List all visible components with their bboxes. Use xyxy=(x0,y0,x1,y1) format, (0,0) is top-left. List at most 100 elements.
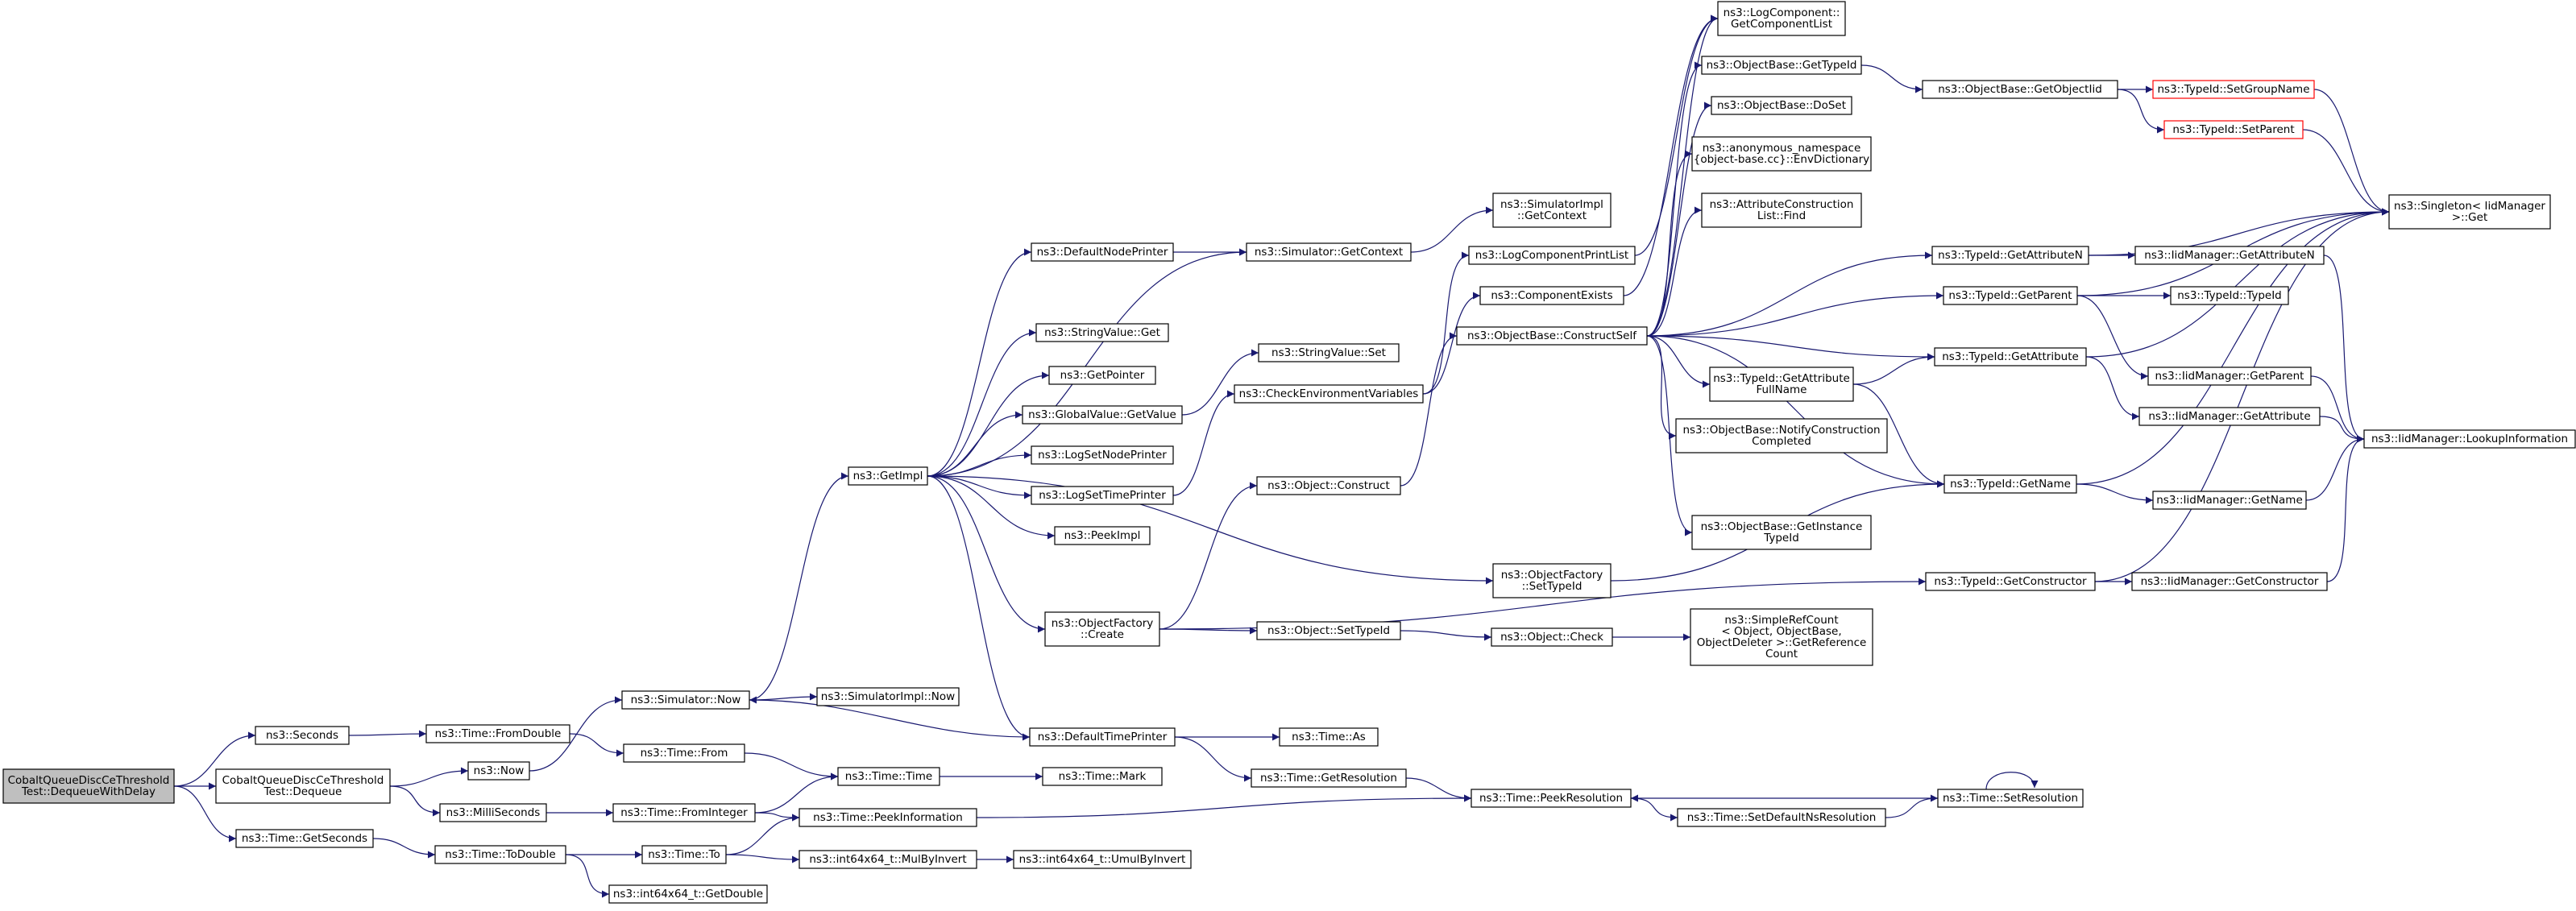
node-logsettimeprinter[interactable]: ns3::LogSetTimePrinter xyxy=(1031,486,1174,505)
node-setparent[interactable]: ns3::TypeId::SetParent xyxy=(2163,120,2304,139)
node-getimpl[interactable]: ns3::GetImpl xyxy=(848,466,928,486)
node-objfactorysettypeid[interactable]: ns3::ObjectFactory::SetTypeId xyxy=(1492,563,1612,598)
edge-seconds-to-fromdouble xyxy=(348,730,427,738)
node-typeidgetname[interactable]: ns3::TypeId::GetName xyxy=(1943,474,2077,494)
node-objbasedoset[interactable]: ns3::ObjectBase::DoSet xyxy=(1711,96,1852,115)
node-box xyxy=(2134,246,2325,265)
node-peekimpl[interactable]: ns3::PeekImpl xyxy=(1054,526,1151,545)
node-simimplnow[interactable]: ns3::SimulatorImpl::Now xyxy=(816,687,960,706)
node-label: ns3::ObjectFactory xyxy=(1501,569,1603,582)
node-iidgetconstructor[interactable]: ns3::IidManager::GetConstructor xyxy=(2131,572,2328,591)
node-simimplgetcontext[interactable]: ns3::SimulatorImpl::GetContext xyxy=(1492,193,1612,228)
node-iidgetattribute[interactable]: ns3::IidManager::GetAttribute xyxy=(2138,407,2321,426)
node-umulbyinvert[interactable]: ns3::int64x64_t::UmulByInvert xyxy=(1013,850,1192,869)
node-box xyxy=(2163,120,2304,139)
node-notifyconstruction[interactable]: ns3::ObjectBase::NotifyConstructionCompl… xyxy=(1675,418,1888,453)
node-label: ns3::IidManager::GetConstructor xyxy=(2141,575,2319,588)
node-objsettypeid[interactable]: ns3::Object::SetTypeId xyxy=(1256,621,1401,640)
node-seconds[interactable]: ns3::Seconds xyxy=(255,726,350,745)
node-label: ns3::Singleton< IidManager xyxy=(2394,200,2545,213)
node-simnow[interactable]: ns3::Simulator::Now xyxy=(621,690,750,710)
node-fromdouble[interactable]: ns3::Time::FromDouble xyxy=(425,724,570,743)
node-label: ns3::LogSetNodePrinter xyxy=(1038,449,1167,462)
edge-setparent-to-singletonget xyxy=(2302,129,2390,216)
node-box xyxy=(621,690,750,710)
node-deftimeprinter[interactable]: ns3::DefaultTimePrinter xyxy=(1029,727,1176,747)
edge-objfactorycreate-to-objconstruct xyxy=(1159,482,1258,630)
node-simplerefcount[interactable]: ns3::SimpleRefCount< Object, ObjectBase,… xyxy=(1690,608,1873,666)
node-label: ns3::LogComponent:: xyxy=(1724,6,1840,19)
node-objconstruct[interactable]: ns3::Object::Construct xyxy=(1256,476,1401,495)
node-box xyxy=(2170,286,2289,305)
node-getcomponentlist[interactable]: ns3::LogComponent::GetComponentList xyxy=(1717,1,1846,36)
node-box xyxy=(1931,246,2089,265)
node-singletonget[interactable]: ns3::Singleton< IidManager >::Get xyxy=(2388,194,2551,230)
node-objbasegetobjecttid[interactable]: ns3::ObjectBase::GetObjectIid xyxy=(1922,80,2118,99)
node-frominteger[interactable]: ns3::Time::FromInteger xyxy=(612,803,756,822)
node-milliseconds[interactable]: ns3::MilliSeconds xyxy=(439,803,547,822)
node-simgetcontext[interactable]: ns3::Simulator::GetContext xyxy=(1246,242,1412,262)
node-timeto[interactable]: ns3::Time::To xyxy=(641,845,727,864)
node-box xyxy=(1937,789,2084,808)
node-setgroupname[interactable]: ns3::TypeId::SetGroupName xyxy=(2152,80,2315,99)
node-timeas[interactable]: ns3::Time::As xyxy=(1279,727,1379,747)
node-label: ns3::DefaultNodePrinter xyxy=(1037,246,1168,259)
node-logsetnodeprinter[interactable]: ns3::LogSetNodePrinter xyxy=(1031,445,1174,465)
node-todouble[interactable]: ns3::Time::ToDouble xyxy=(434,845,566,864)
node-timefrom[interactable]: ns3::Time::From xyxy=(623,743,745,763)
node-componentexists[interactable]: ns3::ComponentExists xyxy=(1479,286,1624,305)
node-stringvalueget[interactable]: ns3::StringValue::Get xyxy=(1035,323,1169,342)
edge-typeidgetattribute-to-iidgetattribute xyxy=(2085,356,2140,420)
node-iidgetparent[interactable]: ns3::IidManager::GetParent xyxy=(2147,366,2312,386)
edge-fromdouble-to-timefrom xyxy=(569,733,624,757)
node-peekinfo[interactable]: ns3::Time::PeekInformation xyxy=(799,808,977,827)
node-objcheck[interactable]: ns3::Object::Check xyxy=(1491,627,1613,647)
node-typeidgetconstructor[interactable]: ns3::TypeId::GetConstructor xyxy=(1925,572,2096,591)
node-getseconds[interactable]: ns3::Time::GetSeconds xyxy=(235,829,374,848)
node-typeidgetattribute[interactable]: ns3::TypeId::GetAttribute xyxy=(1934,347,2087,366)
node-constructself[interactable]: ns3::ObjectBase::ConstructSelf xyxy=(1456,326,1648,346)
node-typeidgetparent[interactable]: ns3::TypeId::GetParent xyxy=(1943,286,2078,305)
node-globalvalueget[interactable]: ns3::GlobalValue::GetValue xyxy=(1022,405,1183,424)
node-lookupinfo[interactable]: ns3::IidManager::LookupInformation xyxy=(2363,429,2576,449)
node-setdefaultnsres[interactable]: ns3::Time::SetDefaultNsResolution xyxy=(1677,808,1886,827)
edge-typeidgetattribute-to-singletonget xyxy=(2085,208,2390,358)
node-timemark[interactable]: ns3::Time::Mark xyxy=(1042,767,1163,786)
node-mulbyinvert[interactable]: ns3::int64x64_t::MulByInvert xyxy=(799,850,977,869)
edge-timegetres-to-peekresolution xyxy=(1405,777,1472,802)
node-setresolution[interactable]: ns3::Time::SetResolution xyxy=(1937,789,2084,808)
node-label: ns3::TypeId::GetParent xyxy=(1948,289,2072,302)
node-envdictionary[interactable]: ns3::anonymous_namespace{object-base.cc}… xyxy=(1691,136,1872,172)
node-stringvalueset[interactable]: ns3::StringValue::Set xyxy=(1258,343,1400,362)
node-label: ns3::TypeId::SetGroupName xyxy=(2157,83,2309,96)
node-iidgetname[interactable]: ns3::IidManager::GetName xyxy=(2152,491,2307,510)
node-box xyxy=(2147,366,2312,386)
edge-typeidgetname-to-singletonget xyxy=(2076,208,2390,485)
edge-simnow-to-simimplnow xyxy=(749,693,818,701)
node-defnodeprinter[interactable]: ns3::DefaultNodePrinter xyxy=(1031,242,1174,262)
edge-now-to-simnow xyxy=(529,696,623,772)
node-box xyxy=(1701,193,1862,228)
node-box xyxy=(2131,572,2328,591)
node-now[interactable]: ns3::Now xyxy=(467,761,530,781)
node-label: ns3::Time::PeekInformation xyxy=(813,811,963,824)
node-root[interactable]: CobaltQueueDiscCeThresholdTest::DequeueW… xyxy=(2,768,175,804)
node-timetime[interactable]: ns3::Time::Time xyxy=(837,767,940,786)
node-getattributen[interactable]: ns3::TypeId::GetAttributeN xyxy=(1931,246,2089,265)
node-objbasegettypeid[interactable]: ns3::ObjectBase::GetTypeId xyxy=(1701,56,1862,75)
node-iidgetattributen[interactable]: ns3::IidManager::GetAttributeN xyxy=(2134,246,2325,265)
node-timegetres[interactable]: ns3::Time::GetResolution xyxy=(1251,768,1407,788)
node-objfactorycreate[interactable]: ns3::ObjectFactory::Create xyxy=(1044,611,1160,647)
node-logcomponentprintlist[interactable]: ns3::LogComponentPrintList xyxy=(1468,246,1636,265)
node-checkenvvars[interactable]: ns3::CheckEnvironmentVariables xyxy=(1234,384,1424,404)
node-typeidtypeid[interactable]: ns3::TypeId::TypeId xyxy=(2170,286,2289,305)
edge-iidgetattributen-to-lookupinfo xyxy=(2323,255,2365,443)
node-getpointer[interactable]: ns3::GetPointer xyxy=(1048,366,1156,385)
edge-root-to-seconds xyxy=(173,731,256,787)
node-peekresolution[interactable]: ns3::Time::PeekResolution xyxy=(1471,789,1632,808)
node-getdouble[interactable]: ns3::int64x64_t::GetDouble xyxy=(608,884,768,904)
